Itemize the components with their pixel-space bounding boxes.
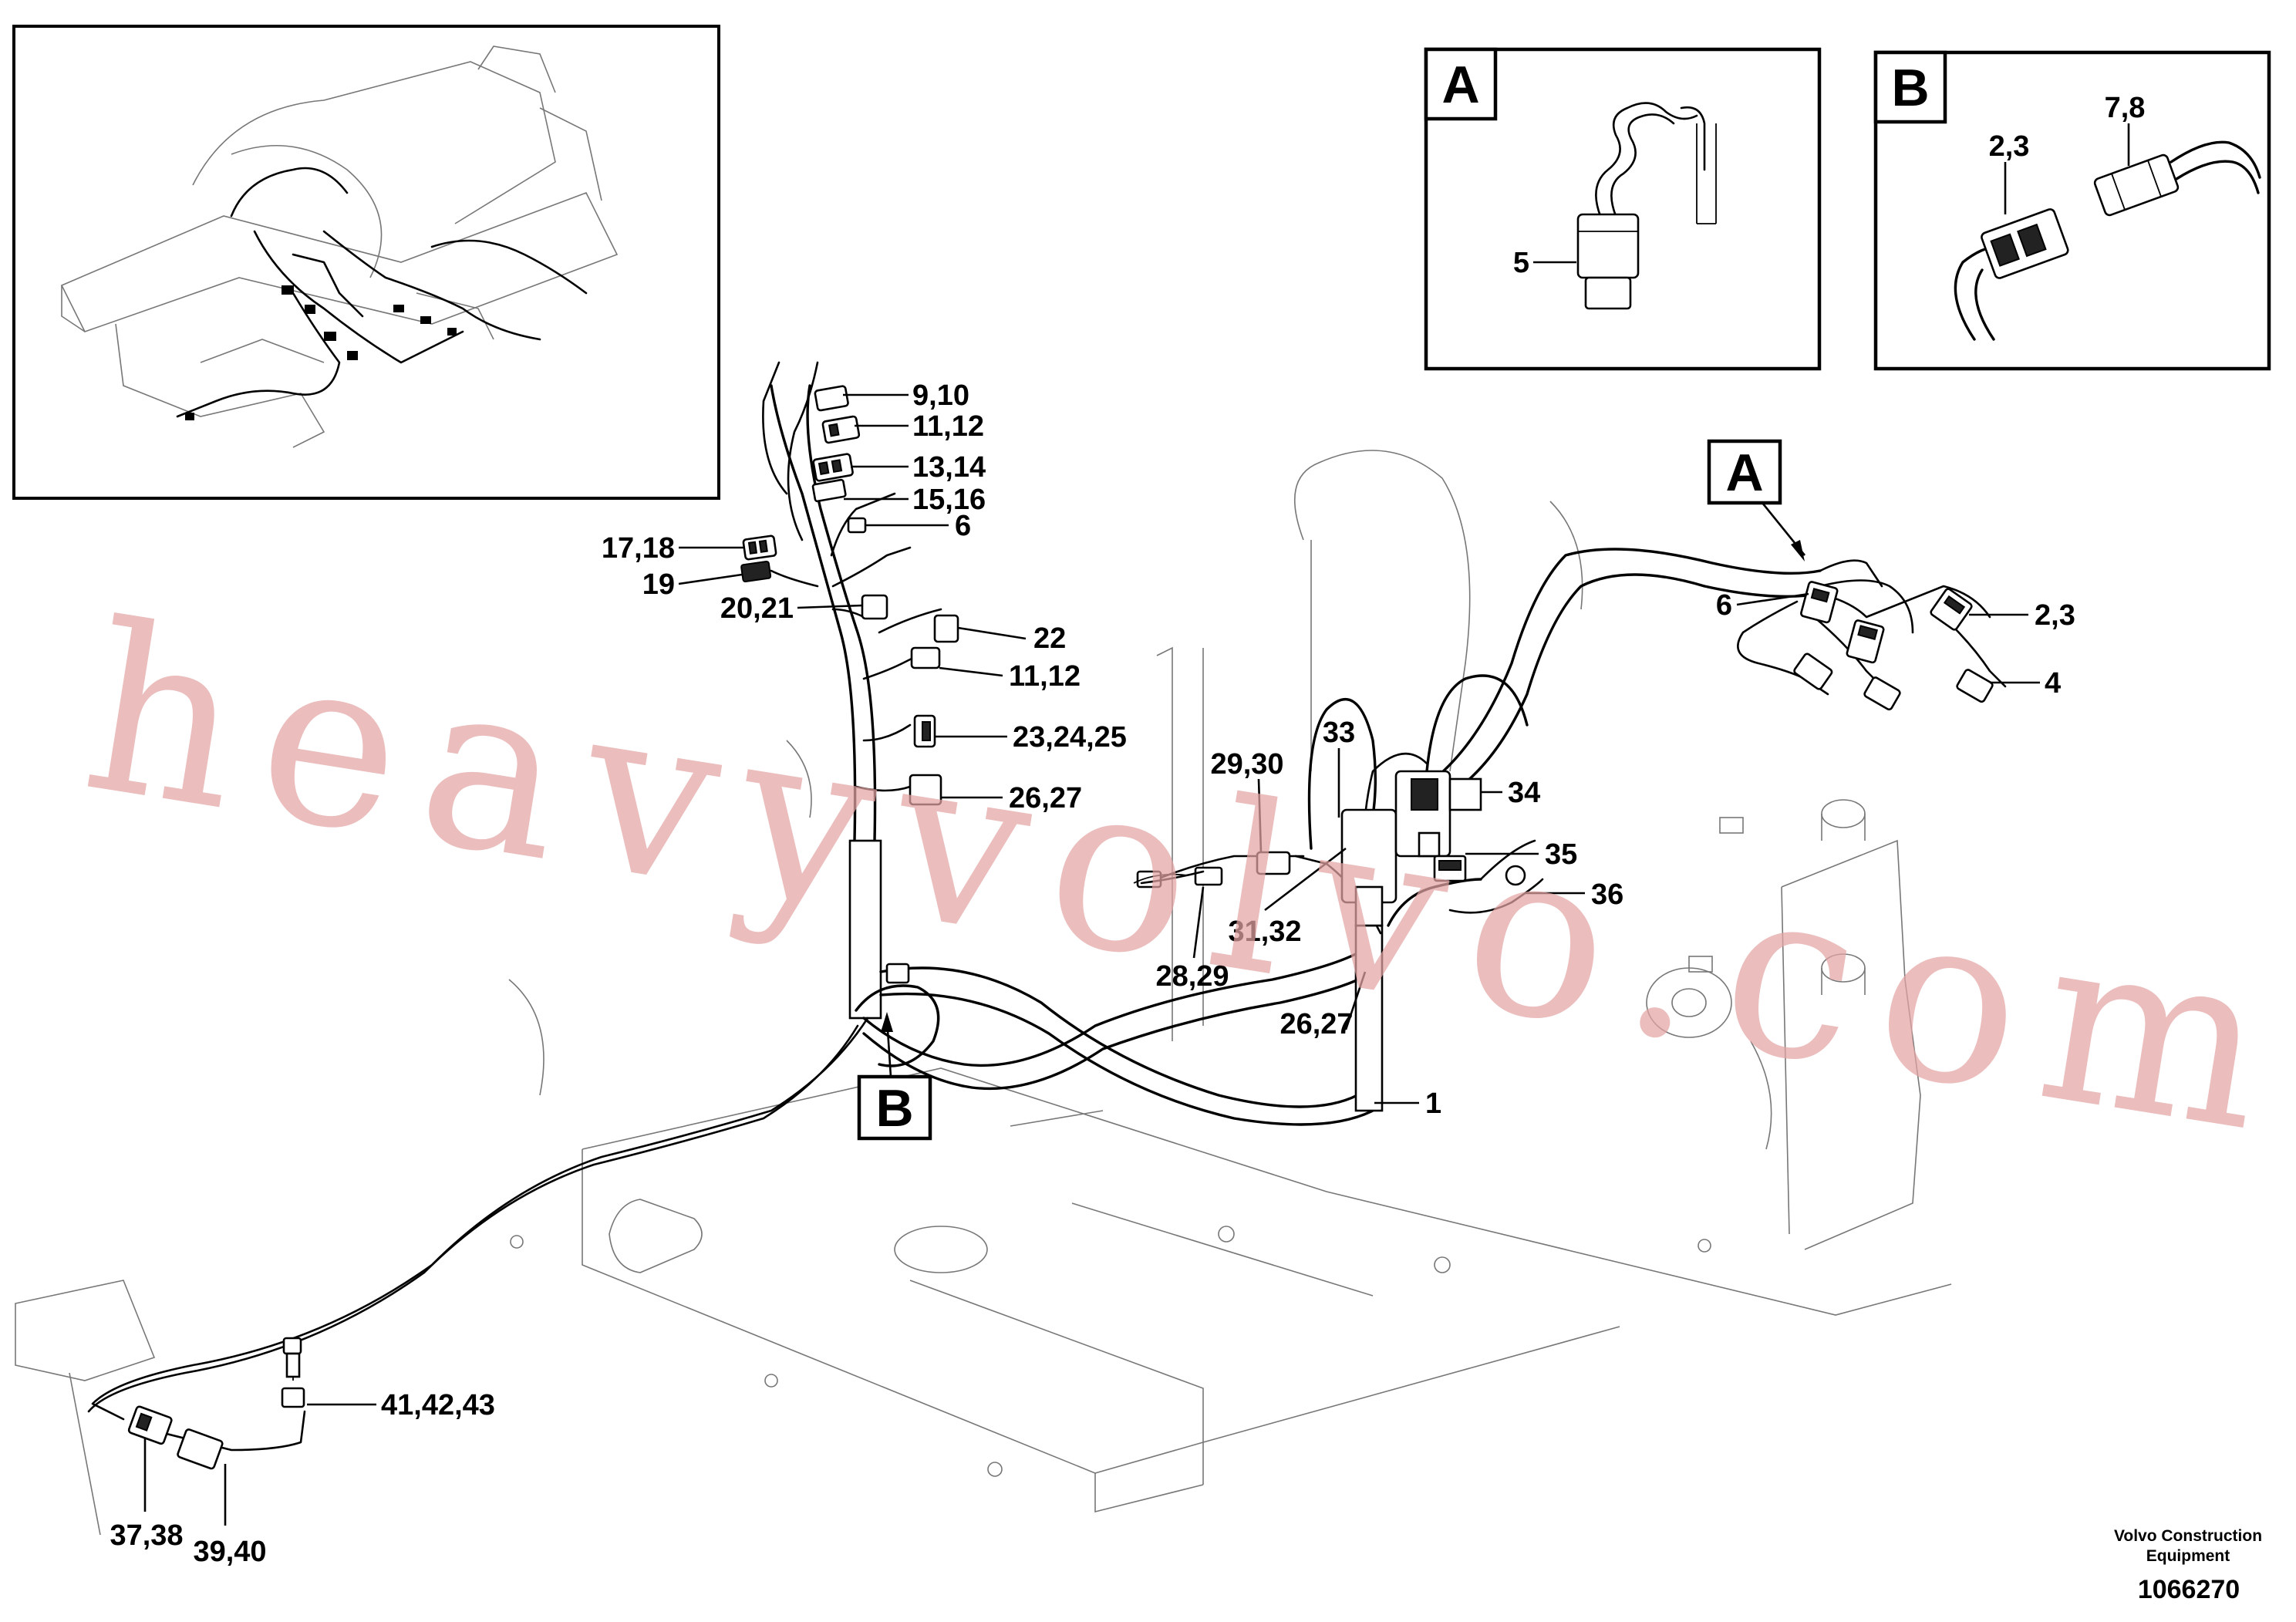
callout-2-3: 2,3 xyxy=(2035,599,2075,632)
connector-pair-b-illustration xyxy=(1954,140,2261,341)
document-number: 1066270 xyxy=(2138,1575,2240,1604)
callout-19: 19 xyxy=(642,568,675,601)
callout-4: 4 xyxy=(2045,667,2061,700)
sensor-a-illustration xyxy=(1576,102,1717,310)
callout-22: 22 xyxy=(1033,622,1066,655)
callout-34: 34 xyxy=(1508,777,1540,809)
callout-41-42-43: 41,42,43 xyxy=(381,1389,495,1421)
callout-36: 36 xyxy=(1591,878,1623,911)
detail-view-b: B 2,3 7,8 xyxy=(1873,50,2271,371)
credit-line-2: Equipment xyxy=(2146,1547,2230,1565)
callout-20-21: 20,21 xyxy=(720,592,794,625)
callout-labels: 9,10 11,12 13,14 15,16 6 17,18 19 20,21 … xyxy=(110,379,2075,1568)
callout-23-24-25: 23,24,25 xyxy=(1013,721,1127,754)
view-marker-a: A xyxy=(1707,439,1806,561)
callout-11-12-mid: 11,12 xyxy=(1009,660,1081,693)
callout-6-top: 6 xyxy=(955,510,971,542)
view-marker-a-letter: A xyxy=(1725,443,1763,502)
callout-9-10: 9,10 xyxy=(912,379,969,412)
callout-b-2-3: 2,3 xyxy=(1989,130,2030,163)
callout-31-32: 31,32 xyxy=(1228,916,1301,948)
callout-28-29: 28,29 xyxy=(1155,960,1229,993)
callout-39-40: 39,40 xyxy=(193,1536,266,1568)
callout-26-27-lower: 26,27 xyxy=(1279,1008,1353,1040)
watermark-text: heavyvolvo.com xyxy=(70,573,2296,1187)
callout-17-18: 17,18 xyxy=(602,532,675,565)
machine-frame-outline xyxy=(15,450,1952,1536)
callout-11-12-top: 11,12 xyxy=(912,410,984,443)
callout-35: 35 xyxy=(1545,838,1577,871)
callout-29-30: 29,30 xyxy=(1210,748,1283,781)
callout-13-14: 13,14 xyxy=(912,451,986,484)
callout-a-5: 5 xyxy=(1513,247,1529,279)
detail-a-letter: A xyxy=(1441,56,1479,114)
detail-view-a: A 5 xyxy=(1424,47,1822,371)
detail-b-letter: B xyxy=(1891,59,1929,117)
view-marker-b: B xyxy=(857,1012,932,1141)
callout-26-27-mid: 26,27 xyxy=(1009,782,1082,814)
callout-1: 1 xyxy=(1425,1088,1441,1120)
junction-block-33-34 xyxy=(1340,770,1482,927)
callout-33: 33 xyxy=(1323,717,1355,749)
view-marker-b-letter: B xyxy=(875,1079,913,1138)
credit-line-1: Volvo Construction xyxy=(2114,1527,2262,1545)
callout-37-38: 37,38 xyxy=(110,1519,183,1552)
callout-6-right: 6 xyxy=(1716,589,1732,622)
overview-inset xyxy=(12,25,720,500)
callout-15-16: 15,16 xyxy=(912,484,986,516)
callout-b-7-8: 7,8 xyxy=(2105,92,2146,124)
